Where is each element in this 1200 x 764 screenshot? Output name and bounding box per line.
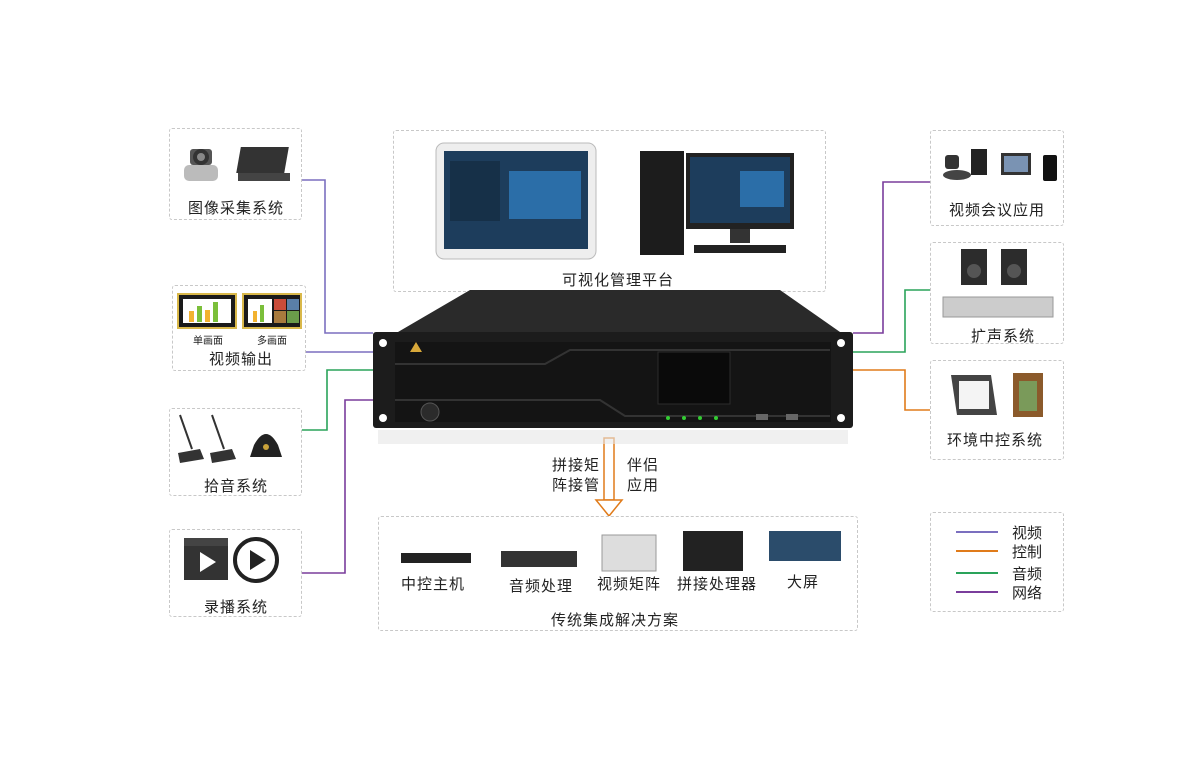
- companion-note-1: 伴侣: [627, 456, 660, 474]
- legend-label-video: 视频: [1012, 524, 1043, 542]
- trad-item-3: 拼接处理器: [677, 575, 758, 593]
- video-conference-box: 视频会议应用: [930, 130, 1064, 226]
- line-audio-pickup: [301, 369, 373, 431]
- video-conference-label: 视频会议应用: [949, 201, 1046, 219]
- clapperboard-icon: [184, 537, 279, 583]
- legend-box: [930, 512, 1064, 612]
- traditional-title: 传统集成解决方案: [551, 611, 680, 629]
- line-image-capture: [301, 179, 373, 334]
- recording-label: 录播系统: [204, 598, 269, 616]
- traditional-box: 中控主机 音频处理 视频矩阵 拼接处理器 大屏 传统集成解决方案: [378, 516, 858, 631]
- sound-box: 扩声系统: [930, 242, 1064, 345]
- legend-label-network: 网络: [1012, 584, 1043, 602]
- legend-line-network: [956, 591, 998, 593]
- speaker-icon: [942, 249, 1054, 318]
- traditional-devices-icon: [401, 531, 841, 572]
- legend-line-control: [956, 550, 998, 552]
- legend-item-video: 视频: [942, 522, 1042, 542]
- monitor-icons: [177, 293, 302, 329]
- matrix-note-2: 阵接管: [552, 476, 601, 494]
- trad-item-1: 音频处理: [509, 577, 574, 595]
- companion-note-2: 应用: [627, 476, 660, 494]
- legend-label-control: 控制: [1012, 543, 1043, 561]
- legend-item-network: 网络: [942, 582, 1042, 602]
- trad-item-2: 视频矩阵: [597, 575, 662, 593]
- microphone-icon: [178, 414, 282, 463]
- sound-label: 扩声系统: [971, 327, 1036, 345]
- legend-line-video: [956, 531, 998, 533]
- recording-box: 录播系统: [169, 529, 302, 617]
- legend-item-control: 控制: [942, 541, 1042, 561]
- line-video-conference: [853, 181, 931, 334]
- env-control-label: 环境中控系统: [947, 431, 1044, 449]
- legend-line-audio: [956, 572, 998, 574]
- audio-pickup-label: 拾音系统: [204, 477, 269, 495]
- tablet-and-pc-icon: [435, 142, 794, 260]
- trad-item-0: 中控主机: [401, 575, 466, 593]
- single-screen-label: 单画面: [193, 336, 223, 347]
- camera-icon: [184, 147, 290, 181]
- legend-label-audio: 音频: [1012, 565, 1043, 583]
- legend-item-audio: 音频: [942, 563, 1042, 583]
- line-recording: [301, 399, 373, 574]
- video-output-box: 单画面 多画面 视频输出: [172, 285, 306, 371]
- stage-light-icon: [951, 373, 1043, 417]
- visual-platform-label: 可视化管理平台: [562, 271, 675, 289]
- video-output-label: 视频输出: [209, 350, 274, 368]
- line-env-control: [853, 369, 931, 411]
- audio-pickup-box: 拾音系统: [169, 408, 302, 496]
- image-capture-box: 图像采集系统: [169, 128, 302, 220]
- visual-platform-box: 可视化管理平台: [393, 130, 826, 292]
- multi-screen-label: 多画面: [257, 336, 287, 347]
- trad-item-4: 大屏: [787, 573, 820, 591]
- conference-devices-icon: [943, 149, 1057, 181]
- image-capture-label: 图像采集系统: [188, 199, 285, 217]
- env-control-box: 环境中控系统: [930, 360, 1064, 460]
- matrix-note-1: 拼接矩: [552, 456, 601, 474]
- line-sound: [853, 289, 931, 353]
